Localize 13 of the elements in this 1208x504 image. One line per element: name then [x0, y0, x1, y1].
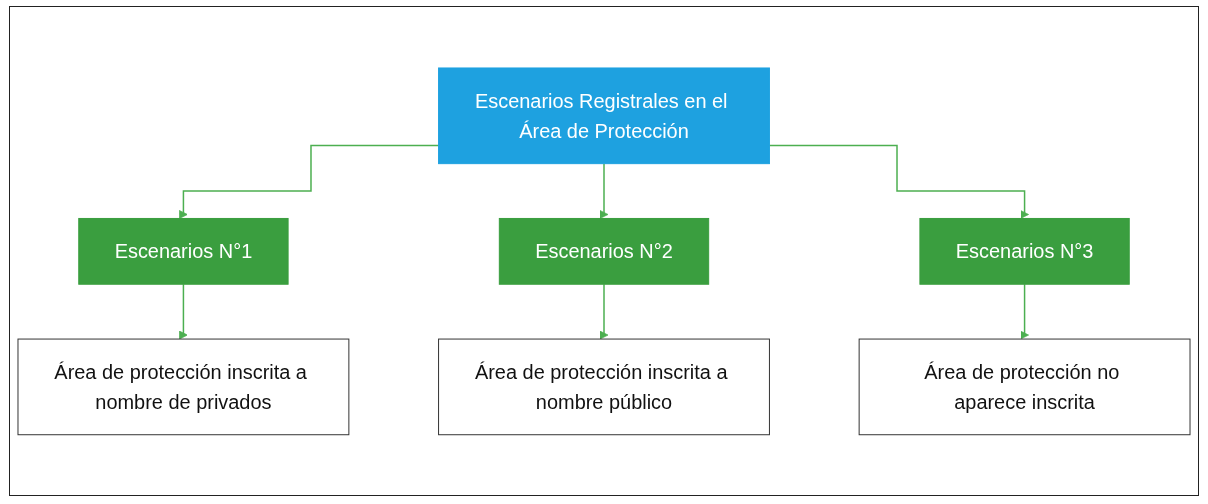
node-box: Área de protección inscrita a nombre de privados — [17, 338, 350, 435]
arrow — [179, 144, 440, 219]
node-box: Área de protección inscrita a nombre público — [438, 338, 770, 435]
arrow — [179, 283, 188, 340]
arrow — [1020, 283, 1029, 340]
node-box: Escenarios N°2 — [498, 217, 710, 285]
arrow — [599, 283, 609, 340]
arrow — [768, 144, 1029, 219]
arrow — [599, 162, 609, 219]
node-box: Área de protección no aparece inscrita — [858, 338, 1191, 435]
node-box: Escenarios N°3 — [919, 217, 1130, 285]
node-box: Escenarios N°1 — [78, 217, 289, 285]
node-box: Escenarios Registrales en el Área de Protección — [438, 67, 770, 164]
